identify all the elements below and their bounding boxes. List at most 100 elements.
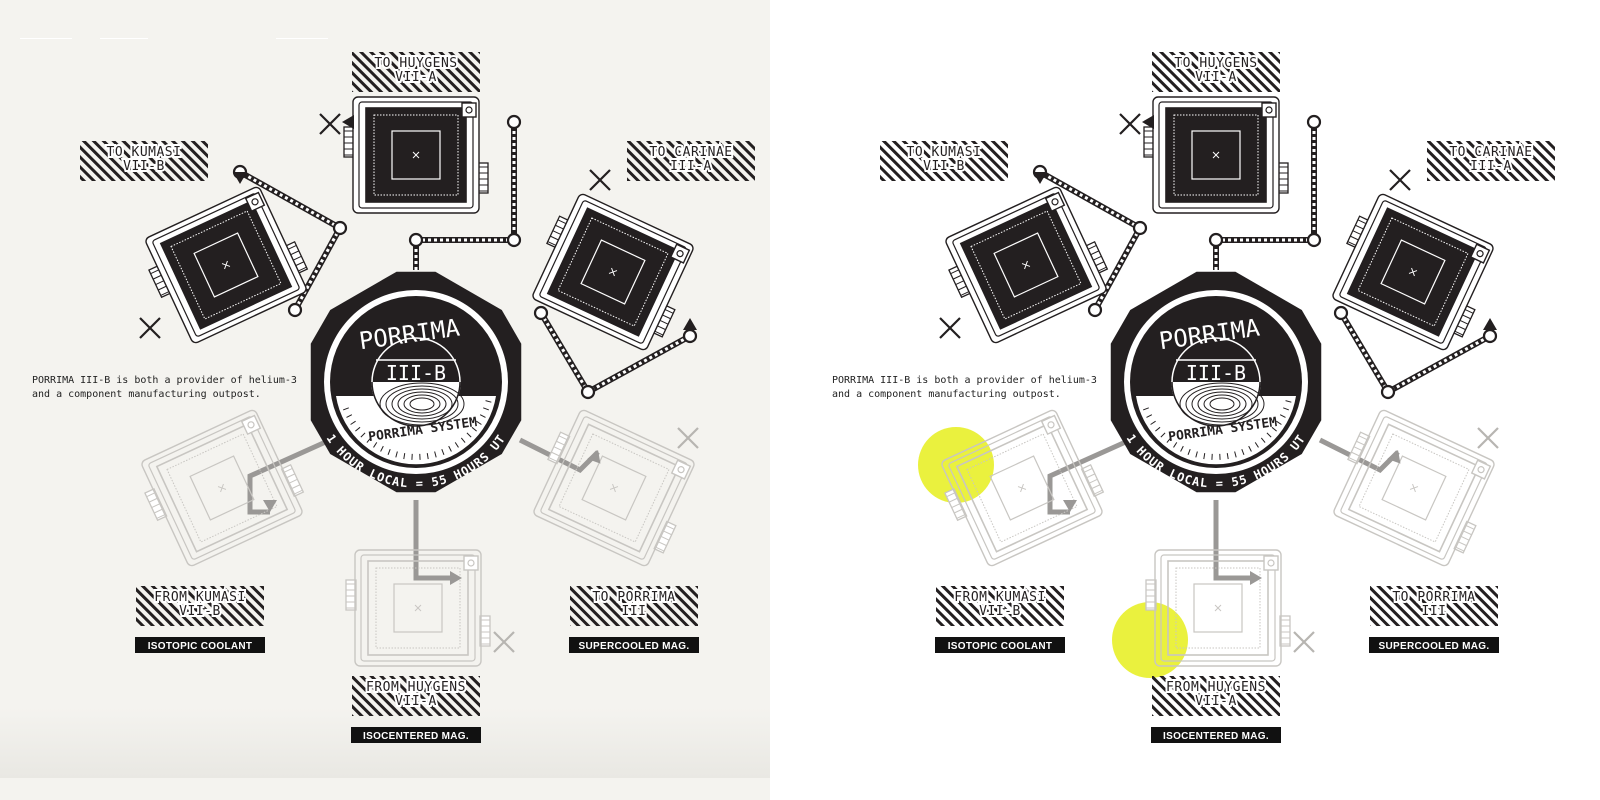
module-core-grid	[375, 567, 461, 649]
module-frame	[1333, 409, 1495, 567]
port-node-icon	[1132, 220, 1148, 236]
hub-subname: III-B	[386, 361, 446, 385]
module-hatch-square	[193, 232, 259, 298]
arrow-icon	[683, 318, 697, 330]
close-x-icon	[1293, 631, 1315, 653]
module-hatch-square	[993, 232, 1059, 298]
divider	[100, 38, 148, 39]
close-x-icon	[1477, 427, 1499, 449]
huygens-incoming-module	[1145, 549, 1291, 667]
label-hatch	[627, 141, 755, 181]
module-frame-inner	[948, 416, 1096, 560]
planet-contours	[1171, 382, 1265, 427]
arrow-icon	[1142, 115, 1154, 129]
side-tab	[653, 520, 677, 554]
close-x-icon	[1119, 113, 1141, 135]
cargo-tag: SUPERCOOLED MAG.	[569, 637, 699, 653]
center-mark-icon	[1214, 604, 1222, 612]
label-hatch	[136, 586, 264, 626]
module-hatch-square	[189, 455, 255, 521]
transfer-route	[238, 169, 342, 231]
transfer-route	[292, 226, 343, 312]
corner-port	[463, 555, 479, 571]
module-frame-inner	[540, 416, 688, 560]
side-tab	[944, 487, 968, 522]
hub-lower	[336, 396, 496, 465]
port-node-icon	[287, 302, 303, 318]
module-core-grid	[1175, 567, 1261, 649]
module-frame-inner	[358, 101, 474, 209]
corner-port	[1044, 191, 1066, 213]
module-hatch-square	[1380, 239, 1446, 305]
side-tab	[345, 579, 357, 611]
module-frame-inner	[152, 193, 300, 337]
cargo-tag-text: SUPERCOOLED MAG.	[1379, 641, 1490, 652]
arrow-icon	[263, 500, 277, 512]
module-frame	[141, 409, 303, 567]
side-tab	[1145, 579, 1157, 611]
transfer-route	[413, 122, 517, 270]
module-frame-inner	[360, 554, 476, 662]
planet-contours	[371, 382, 465, 427]
module-core	[1347, 423, 1481, 553]
arrow-icon	[342, 115, 354, 129]
label-hatch	[1152, 52, 1280, 92]
incoming-route	[1213, 500, 1250, 581]
arrow-icon	[1483, 318, 1497, 330]
center-mark-icon	[1021, 260, 1031, 270]
module-core-grid	[373, 114, 459, 196]
arrow-icon	[1063, 500, 1077, 512]
close-x-icon	[939, 317, 961, 339]
cargo-tag: ISOCENTERED MAG.	[1151, 727, 1281, 743]
cargo-tag-text: SUPERCOOLED MAG.	[579, 641, 690, 652]
close-x-icon	[139, 317, 161, 339]
corner-port	[669, 243, 691, 264]
module-frame-inner	[1160, 554, 1276, 662]
module-core-grid	[970, 210, 1082, 320]
center-mark-icon	[609, 483, 619, 493]
kumasi-incoming-module	[941, 409, 1105, 567]
module-core	[955, 423, 1089, 553]
label-hatch	[1152, 676, 1280, 716]
cargo-tag-bg	[1151, 727, 1281, 743]
port-node-icon	[408, 232, 424, 248]
port-node-icon	[1333, 305, 1349, 321]
module-hatch-square	[1193, 583, 1243, 633]
side-tab	[1347, 431, 1371, 465]
module-hatch-square	[391, 130, 441, 180]
transfer-route	[1092, 226, 1143, 312]
module-core	[155, 423, 289, 553]
carinae-outgoing-module	[1332, 193, 1494, 351]
module-frame	[354, 549, 482, 667]
side-tab	[547, 431, 571, 465]
cargo-tag: ISOTOPIC COOLANT	[935, 637, 1065, 653]
module-frame-inner	[1340, 416, 1488, 560]
cargo-tag: ISOCENTERED MAG.	[351, 727, 481, 743]
port-node-icon	[506, 114, 522, 130]
corner-port	[240, 414, 262, 436]
port-node-icon	[682, 328, 698, 344]
corner-port	[461, 102, 477, 118]
module-hatch-square	[1191, 130, 1241, 180]
module-frame-inner	[539, 200, 687, 344]
cargo-tag-text: ISOTOPIC COOLANT	[148, 641, 253, 652]
huygens-incoming-module	[345, 549, 491, 667]
port-node-icon	[1306, 114, 1322, 130]
porrima-incoming-module	[1333, 409, 1495, 567]
center-mark-icon	[1017, 483, 1027, 493]
label-hatch	[936, 586, 1064, 626]
port-node-icon	[1087, 302, 1103, 318]
cargo-tag-bg	[935, 637, 1065, 653]
port-node-icon	[1482, 328, 1498, 344]
module-hatch-square	[393, 583, 443, 633]
center-mark-icon	[608, 267, 618, 277]
